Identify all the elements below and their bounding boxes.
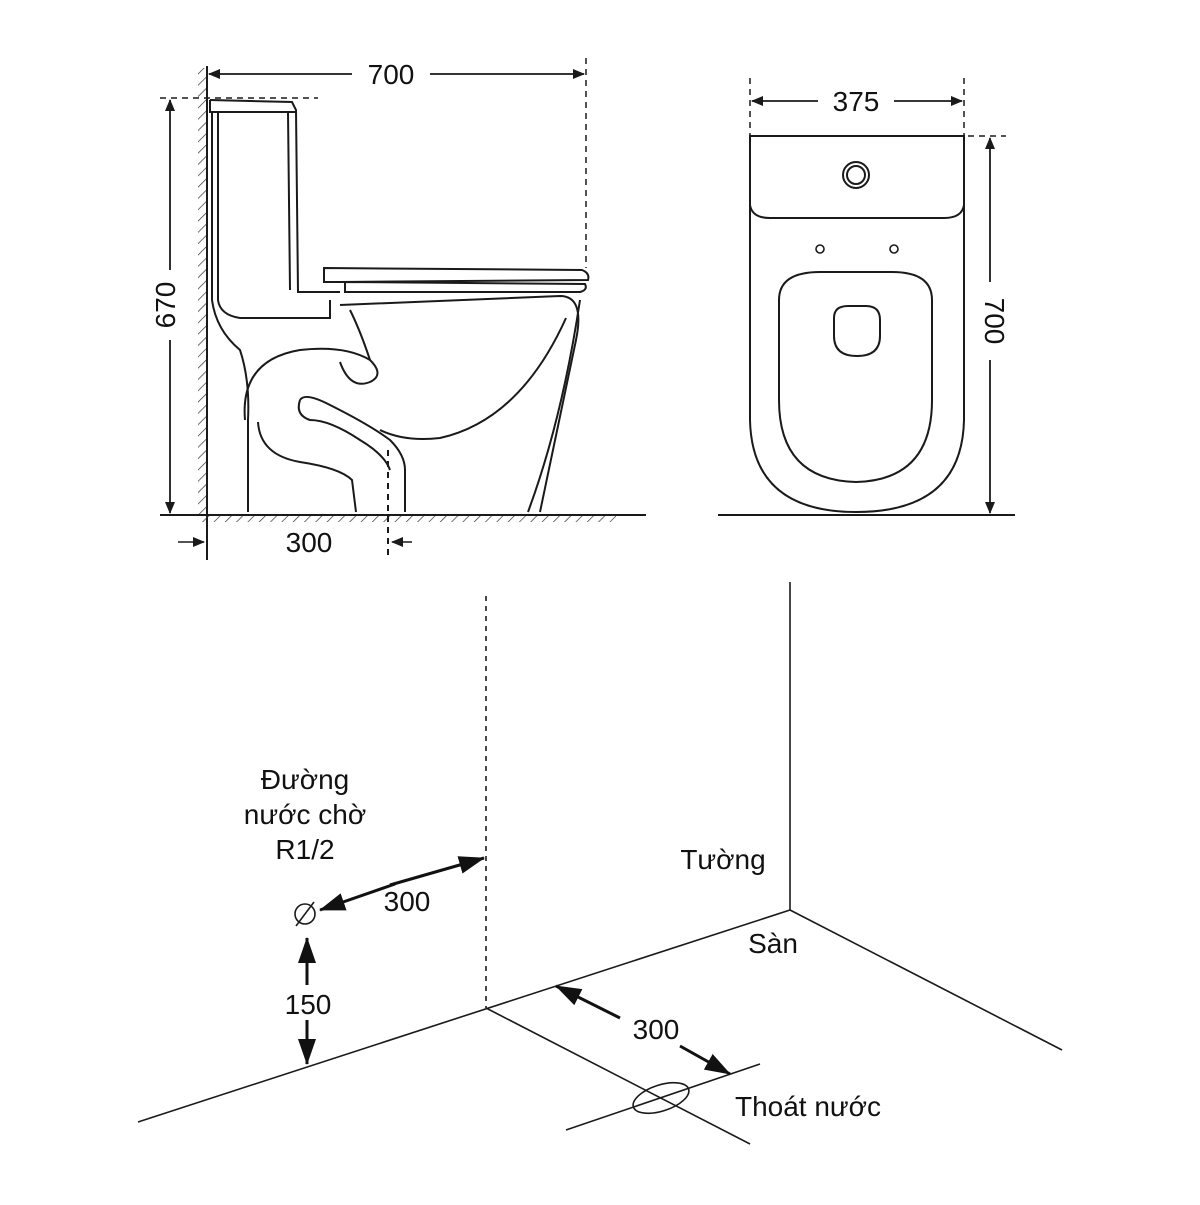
front-tank: [749, 135, 965, 219]
drain-label: Thoát nước: [735, 1091, 881, 1122]
flush-button-inner: [846, 165, 866, 185]
trapway-loop2: [297, 399, 391, 471]
wall-floor-right: [789, 909, 1063, 1051]
seat-ring: [344, 280, 587, 293]
drain-offset-label: 300: [633, 1014, 680, 1045]
bowl-inner: [349, 309, 371, 361]
supply-offset-label: 300: [384, 886, 431, 917]
floor-hatch: [200, 516, 616, 522]
water-supply-icon: [294, 903, 316, 925]
side-width-label: 700: [368, 59, 415, 90]
tank-inner2: [287, 111, 291, 291]
drain-offset-arrow-down: [679, 1044, 731, 1076]
seat-lid: [323, 266, 590, 283]
trapway-loop: [299, 395, 406, 512]
water-supply-label-line3: R1/2: [275, 834, 334, 865]
wall-hatch: [198, 68, 207, 516]
trapway-outer: [243, 347, 379, 421]
drain-hole-icon: [632, 1081, 690, 1115]
flush-button-icon: [842, 161, 870, 189]
drain-axis: [565, 1063, 761, 1131]
installation-diagram: [137, 582, 1063, 1145]
bowl-front: [527, 299, 581, 513]
bowl-rim: [778, 271, 933, 484]
supply-offset-arrow-left: [319, 882, 396, 912]
front-body-outline: [749, 200, 965, 514]
water-supply-label-line2: nước chờ: [244, 799, 366, 830]
wall-floor-left: [137, 909, 791, 1123]
tank-lid: [209, 100, 296, 113]
wall-label: Tường: [680, 844, 765, 875]
floor-label: Sàn: [748, 928, 798, 959]
supply-height-label: 150: [285, 989, 332, 1020]
bowl-curve: [379, 317, 567, 440]
side-height-label: 670: [150, 282, 181, 329]
hinge-hole-left: [815, 244, 825, 254]
supply-offset-arrow-right: [389, 856, 485, 887]
front-view: [718, 78, 1015, 516]
drain-offset-arrow-up: [555, 984, 621, 1020]
floor-projection: [485, 1007, 751, 1145]
front-width-label: 375: [833, 86, 880, 117]
bowl-outer: [339, 294, 580, 513]
side-rough-in-label: 300: [286, 527, 333, 558]
body-back: [211, 112, 250, 512]
water-supply-label-line1: Đường: [261, 764, 349, 795]
bowl-drain: [833, 305, 881, 358]
side-view: [160, 58, 646, 560]
hinge-hole-right: [889, 244, 899, 254]
tank-inner: [217, 112, 331, 319]
front-depth-label: 700: [979, 298, 1010, 345]
trapway-inner: [257, 421, 357, 513]
tank-outline: [209, 99, 340, 293]
water-supply-cross: [295, 901, 315, 927]
